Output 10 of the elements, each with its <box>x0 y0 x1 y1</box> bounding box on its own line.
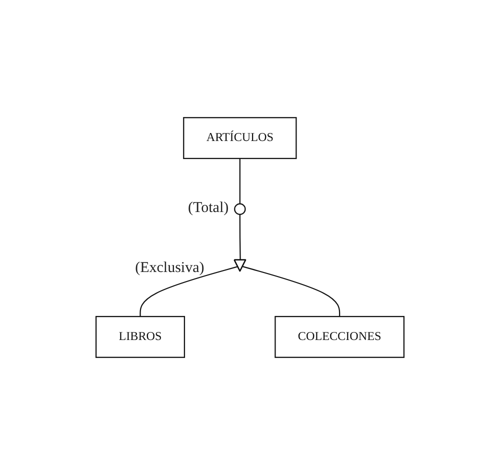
node-circle <box>234 203 246 215</box>
connector <box>242 266 340 317</box>
note-label: (Exclusiva) <box>135 260 204 277</box>
connector <box>140 266 238 317</box>
node-box: COLECCIONES <box>274 316 405 358</box>
connector <box>239 158 240 204</box>
connector <box>239 214 241 260</box>
node-box: LIBROS <box>95 316 186 358</box>
node-caption: (Total) <box>188 200 229 218</box>
node-box: ARTÍCULOS <box>183 117 297 160</box>
